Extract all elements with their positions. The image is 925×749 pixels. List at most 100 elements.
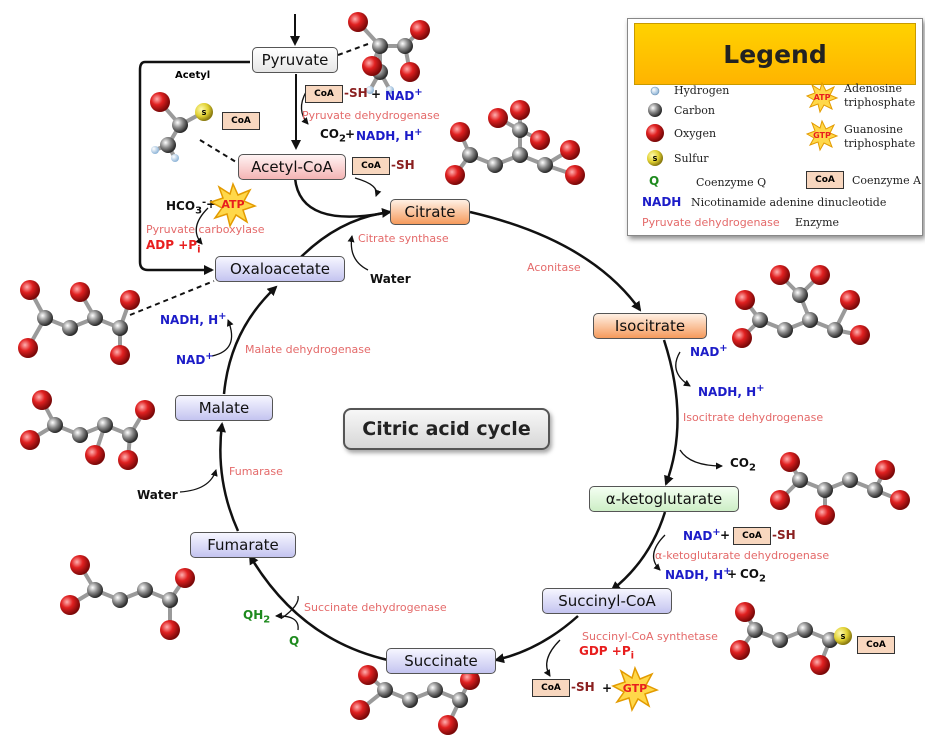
carbon-atom xyxy=(452,692,468,708)
enzyme-citrate-synthase: Citrate synthase xyxy=(358,232,449,245)
oxygen-atom xyxy=(348,12,368,32)
hydrogen-atom xyxy=(366,86,374,94)
side-arrows xyxy=(179,14,723,677)
arrow-akg-to-succinylcoa xyxy=(610,511,667,592)
arrow-pyruvate-to-oxaloacetate xyxy=(138,60,250,275)
oxygen-atom xyxy=(110,345,130,365)
nadh-label: NADH, H+ xyxy=(665,566,732,582)
coa-box: CoA xyxy=(532,679,570,697)
oxygen-atom xyxy=(850,325,870,345)
plus-sign: + xyxy=(720,528,731,542)
carbon-atom xyxy=(97,417,113,433)
plus-sign: + xyxy=(345,127,356,141)
oxygen-atom xyxy=(20,430,40,450)
legend-enzyme-sample: Pyruvate dehydrogenase xyxy=(642,216,780,229)
sulfur-symbol: S xyxy=(652,155,657,163)
legend-gtp-name-2: triphosphate xyxy=(844,137,916,150)
plus-sign: + xyxy=(602,681,613,695)
citrate-molecule xyxy=(445,100,585,185)
legend-panel: Legend S ATP GTP Hydrogen Carbon Oxygen … xyxy=(627,18,923,236)
carbon-atom xyxy=(792,472,808,488)
hydrogen-atom-icon xyxy=(650,86,660,96)
arrow-citrate-to-isocitrate xyxy=(469,210,642,312)
oxygen-atom xyxy=(18,338,38,358)
sulfur-atom xyxy=(195,103,213,121)
carbon-atom xyxy=(402,692,418,708)
oxygen-atom xyxy=(810,655,830,675)
coa-box: CoA xyxy=(733,527,771,545)
arrow-acetylcoa-to-citrate xyxy=(293,177,391,218)
oxygen-atom xyxy=(450,122,470,142)
atp-legend-icon: ATP xyxy=(805,81,839,114)
oxygen-atom xyxy=(815,505,835,525)
metabolite-pyruvate: Pyruvate xyxy=(252,47,338,73)
oxygen-atom xyxy=(70,282,90,302)
carbon-atom xyxy=(87,310,103,326)
oxygen-atom xyxy=(135,400,155,420)
hydrogen-atom xyxy=(386,86,394,94)
legend-nadh-symbol: NADH xyxy=(642,195,682,209)
carbon-atom xyxy=(162,592,178,608)
sulfur-atom-icon xyxy=(647,150,663,166)
oxygen-atom xyxy=(118,450,138,470)
gtp-legend-icon: GTP xyxy=(805,119,839,152)
coa-box: CoA xyxy=(352,157,390,175)
enzyme-pyruvate-carboxylase: Pyruvate carboxylase xyxy=(146,223,265,236)
oxygen-atom xyxy=(840,290,860,310)
carbon-atom xyxy=(72,427,88,443)
oxygen-atom xyxy=(32,390,52,410)
carbon-atom xyxy=(137,582,153,598)
metabolite-succinate: Succinate xyxy=(386,648,496,674)
oxygen-atom xyxy=(770,265,790,285)
oxygen-atom xyxy=(120,290,140,310)
hydrogen-atom xyxy=(151,146,159,154)
oxygen-atom xyxy=(60,595,80,615)
pyruvate-molecule xyxy=(348,12,430,94)
oxygen-atom xyxy=(488,108,508,128)
water-label: Water xyxy=(370,272,411,286)
carbon-atom xyxy=(397,38,413,54)
carbon-atom xyxy=(427,682,443,698)
legend-nadh-name: Nicotinamide adenine dinucleotide xyxy=(691,196,887,209)
legend-sulfur: Sulfur xyxy=(674,152,709,165)
legend-oxygen: Oxygen xyxy=(674,127,717,140)
legend-carbon: Carbon xyxy=(674,104,715,117)
metabolite-succinyl-coa: Succinyl-CoA xyxy=(542,588,672,614)
carbon-atom xyxy=(462,147,478,163)
legend-atp-name-2: triphosphate xyxy=(844,96,916,109)
enzyme-fumarase: Fumarase xyxy=(229,465,283,478)
oxygen-atom xyxy=(890,490,910,510)
sulfur-symbol: S xyxy=(201,109,206,117)
nadh-label: NADH, H+ xyxy=(698,383,765,399)
oxygen-atom xyxy=(770,490,790,510)
svg-text:GTP: GTP xyxy=(813,131,831,140)
legend-atp-name-1: Adenosine xyxy=(844,82,902,95)
q-label: Q xyxy=(289,634,300,648)
acetyl-molecule: S xyxy=(150,92,213,162)
sh-label: -SH xyxy=(772,528,796,542)
nad-label: NAD+ xyxy=(690,343,728,359)
enzyme-isocitrate-dehydrogenase: Isocitrate dehydrogenase xyxy=(683,411,824,424)
carbon-atom xyxy=(802,312,818,328)
metabolite-fumarate: Fumarate xyxy=(190,532,296,558)
carbon-atom xyxy=(87,582,103,598)
oxygen-atom xyxy=(445,165,465,185)
water-label: Water xyxy=(137,488,178,502)
carbon-atom xyxy=(47,417,63,433)
enzyme-succinyl-coa-synthetase: Succinyl-CoA synthetase xyxy=(582,630,718,643)
plus-sign: + xyxy=(206,197,217,211)
oxygen-atom xyxy=(510,100,530,120)
metabolite-citrate: Citrate xyxy=(390,199,470,225)
oxygen-atom xyxy=(560,140,580,160)
oxygen-atom xyxy=(460,670,480,690)
oxygen-atom xyxy=(875,460,895,480)
carbon-atom xyxy=(537,157,553,173)
oxygen-atom xyxy=(150,92,170,112)
carbon-atom xyxy=(827,322,843,338)
oxygen-atom xyxy=(810,265,830,285)
nadh-label: NADH, H+ xyxy=(160,311,227,327)
fumarate-molecule xyxy=(60,555,195,640)
gdp-label: GDP +Pi xyxy=(579,644,635,662)
sh-label: -SH xyxy=(344,86,368,100)
oxygen-atom xyxy=(780,452,800,472)
